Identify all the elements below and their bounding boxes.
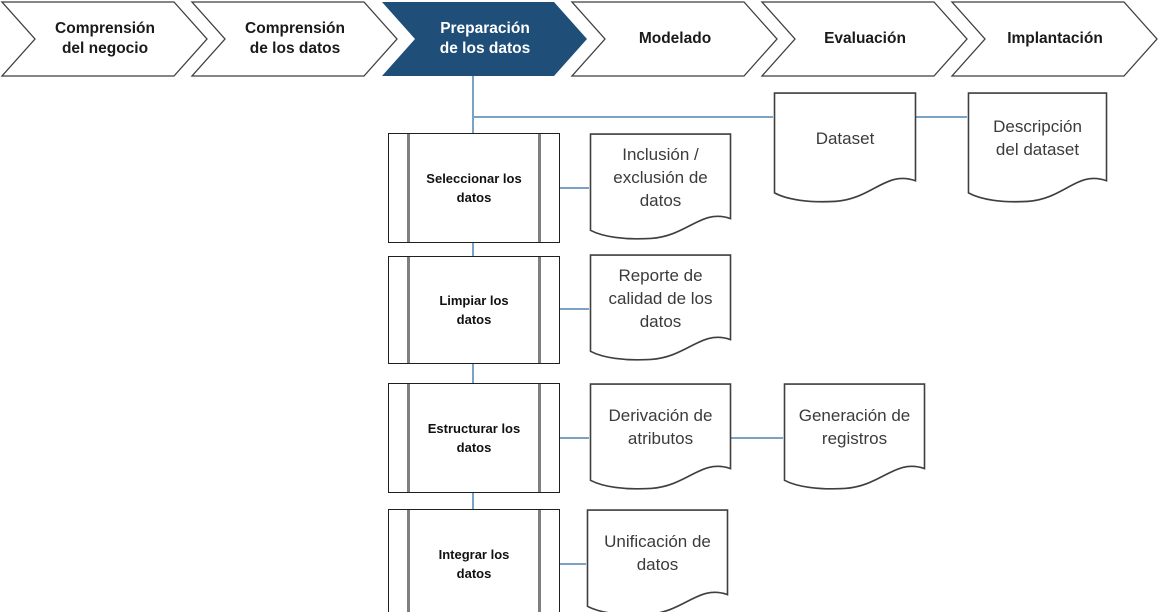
document-label-generacion: Generación de registros — [798, 406, 911, 449]
phase-label-modelado: Modelado — [638, 29, 712, 47]
connector-derivation-to-generation — [731, 437, 783, 439]
document-label-dataset: Dataset — [815, 128, 875, 148]
subprocess-bar-left — [407, 384, 410, 492]
process-label-estructurar: Estructurar los datos — [427, 420, 521, 456]
process-label-limpiar: Limpiar los datos — [439, 292, 509, 328]
document-label-unificacion: Unificación de datos — [604, 532, 711, 575]
subprocess-bar-right — [538, 257, 541, 363]
document-descripcion-del-dataset: Descripción del dataset — [967, 92, 1108, 204]
connector-select-to-clean — [472, 243, 474, 256]
connector-structure-to-derivation — [559, 437, 589, 439]
connector-clean-to-structure — [472, 363, 474, 383]
subprocess-bar-right — [538, 510, 541, 612]
connector-phase-to-dataset — [472, 116, 773, 118]
phase-label-implantacion: Implantación — [1007, 29, 1103, 47]
process-estructurar-los-datos: Estructurar los datos — [388, 383, 560, 493]
connector-integrate-to-unification — [559, 563, 586, 565]
document-dataset: Dataset — [773, 92, 917, 204]
phase-chevron-comprension-del-negocio — [0, 1, 208, 77]
phase-chevron-comprension-de-los-datos — [190, 1, 398, 77]
phase-chevron-evaluacion — [760, 1, 968, 77]
phase-label-evaluacion: Evaluación — [824, 29, 906, 47]
subprocess-bar-left — [407, 257, 410, 363]
document-reporte-de-calidad: Reporte de calidad de los datos — [589, 254, 732, 362]
connector-phase-to-select — [472, 76, 474, 133]
document-label-inclusion-exclusion: Inclusión / exclusión de datos — [613, 144, 708, 210]
connector-structure-to-integrate — [472, 493, 474, 509]
document-unificacion-de-datos: Unificación de datos — [586, 509, 729, 612]
phase-chevron-modelado — [570, 1, 778, 77]
document-label-reporte: Reporte de calidad de los datos — [608, 265, 713, 331]
phase-chevron-band — [0, 1, 1158, 77]
document-derivacion-de-atributos: Derivación de atributos — [589, 383, 732, 491]
connector-dataset-to-description — [916, 116, 967, 118]
subprocess-bar-left — [407, 134, 410, 242]
phase-label-preparacion-de-los-datos: Preparación de los datos — [439, 19, 531, 57]
subprocess-bar-right — [538, 134, 541, 242]
document-inclusion-exclusion-de-datos: Inclusión / exclusión de datos — [589, 133, 732, 241]
process-label-integrar: Integrar los datos — [438, 546, 510, 582]
process-integrar-los-datos: Integrar los datos — [388, 509, 560, 612]
document-label-descripcion: Descripción del dataset — [993, 117, 1082, 160]
phase-chevron-preparacion-de-los-datos — [382, 2, 587, 76]
phase-chevron-implantacion — [950, 1, 1158, 77]
document-generacion-de-registros: Generación de registros — [783, 383, 926, 491]
process-label-seleccionar: Seleccionar los datos — [426, 170, 522, 206]
document-label-derivacion: Derivación de atributos — [608, 406, 713, 449]
process-seleccionar-los-datos: Seleccionar los datos — [388, 133, 560, 243]
phase-label-comprension-de-los-datos: Comprensión de los datos — [245, 19, 345, 57]
connector-select-to-inclusion — [559, 187, 589, 189]
phase-label-comprension-del-negocio: Comprensión del negocio — [55, 19, 155, 57]
subprocess-bar-left — [407, 510, 410, 612]
connector-clean-to-report — [559, 308, 589, 310]
process-limpiar-los-datos: Limpiar los datos — [388, 256, 560, 364]
subprocess-bar-right — [538, 384, 541, 492]
